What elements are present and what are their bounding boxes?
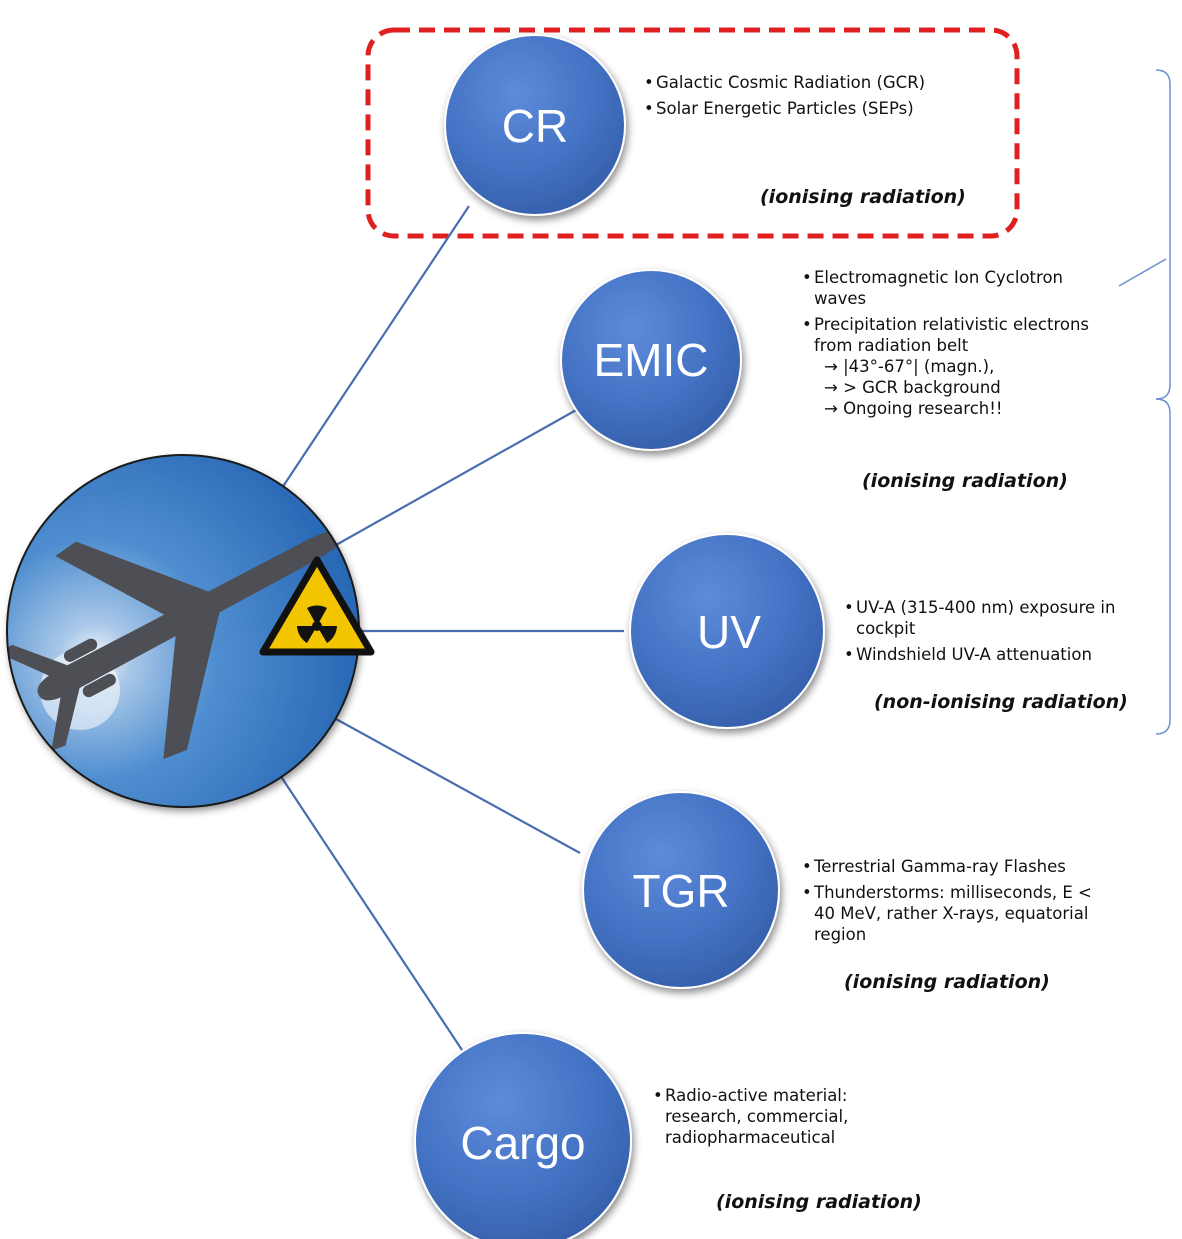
connector-tgr	[335, 718, 581, 854]
node-cr	[444, 34, 626, 216]
desc-cargo-bullet-1: Radio-active material: research, commerc…	[653, 1085, 890, 1148]
highlight-box	[365, 27, 1020, 239]
note-cr: (ionising radiation)	[760, 186, 966, 208]
connector-cargo	[277, 771, 463, 1051]
right-bracket-upper	[1155, 69, 1171, 400]
desc-tgr: Terrestrial Gamma-ray Flashes Thundersto…	[802, 856, 1114, 950]
desc-emic-sub-1: → |43°-67°| (magn.),	[824, 357, 995, 376]
desc-uv-bullet-2: Windshield UV-A attenuation	[844, 644, 1166, 665]
node-cargo	[414, 1032, 632, 1239]
node-label-emic: EMIC	[594, 334, 709, 386]
desc-emic-sub-3: → Ongoing research!!	[824, 399, 1003, 418]
desc-uv-bullet-1: UV-A (315-400 nm) exposure in cockpit	[844, 597, 1166, 639]
node-label-cr: CR	[502, 100, 568, 152]
note-cargo: (ionising radiation)	[716, 1191, 922, 1213]
desc-cr: Galactic Cosmic Radiation (GCR) Solar En…	[644, 72, 946, 124]
connector-emic	[335, 408, 579, 546]
desc-uv: UV-A (315-400 nm) exposure in cockpit Wi…	[844, 597, 1166, 670]
node-uv	[629, 533, 825, 729]
radiation-warning-icon	[259, 556, 375, 656]
desc-emic-bullet-2-text: Precipitation relativistic electrons fro…	[814, 315, 1090, 355]
desc-emic: Electromagnetic Ion Cyclotron waves Prec…	[802, 267, 1119, 419]
node-label-uv: UV	[697, 606, 761, 658]
desc-tgr-bullet-1: Terrestrial Gamma-ray Flashes	[802, 856, 1114, 877]
node-label-cargo: Cargo	[460, 1117, 585, 1169]
desc-tgr-bullet-2: Thunderstorms: milliseconds, E < 40 MeV,…	[802, 882, 1114, 945]
desc-emic-sub-2: → > GCR background	[824, 378, 1001, 397]
bracket-pointer-line	[1118, 258, 1167, 287]
desc-emic-bullet-1: Electromagnetic Ion Cyclotron waves	[802, 267, 1119, 309]
node-label-tgr: TGR	[632, 865, 729, 917]
desc-cargo: Radio-active material: research, commerc…	[653, 1085, 890, 1153]
desc-cr-bullet-2: Solar Energetic Particles (SEPs)	[644, 98, 946, 119]
note-tgr: (ionising radiation)	[844, 971, 1050, 993]
desc-cr-bullet-1: Galactic Cosmic Radiation (GCR)	[644, 72, 946, 93]
airplane-icon	[7, 527, 353, 760]
connector-cr	[277, 205, 470, 495]
node-tgr	[582, 791, 780, 989]
right-bracket-lower	[1155, 398, 1171, 735]
desc-emic-bullet-2: Precipitation relativistic electrons fro…	[802, 314, 1119, 419]
node-emic	[560, 269, 742, 451]
note-uv: (non-ionising radiation)	[874, 691, 1128, 713]
hub-airplane	[6, 454, 375, 808]
connectors	[277, 205, 624, 1051]
note-emic: (ionising radiation)	[862, 470, 1068, 492]
